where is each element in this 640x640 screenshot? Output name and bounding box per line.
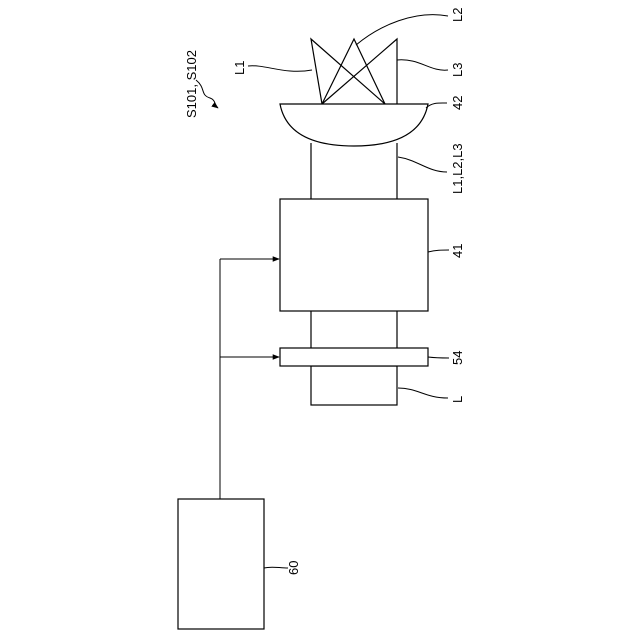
signal-lines: [220, 259, 279, 499]
label-l: L: [450, 396, 465, 403]
step-reference-arrow: [196, 80, 218, 108]
block-41: [280, 199, 428, 311]
label-41: 41: [450, 244, 465, 258]
block-60: [178, 499, 264, 629]
label-54: 54: [450, 351, 465, 365]
beam-mid-segment: [311, 311, 397, 348]
beam-upper-segment: [311, 143, 397, 199]
label-42: 42: [450, 96, 465, 110]
label-l2: L2: [450, 8, 465, 22]
lens-42: [280, 104, 428, 146]
label-60: 60: [286, 561, 301, 575]
element-54: [280, 348, 428, 366]
beam-fan: [311, 39, 397, 104]
label-l3: L3: [450, 63, 465, 77]
beam-l-segment: [311, 366, 397, 405]
label-l1: L1: [232, 61, 247, 75]
label-l1-l2-l3: L1,L2,L3: [450, 143, 465, 194]
label-step-ref: S101, S102: [184, 50, 199, 118]
